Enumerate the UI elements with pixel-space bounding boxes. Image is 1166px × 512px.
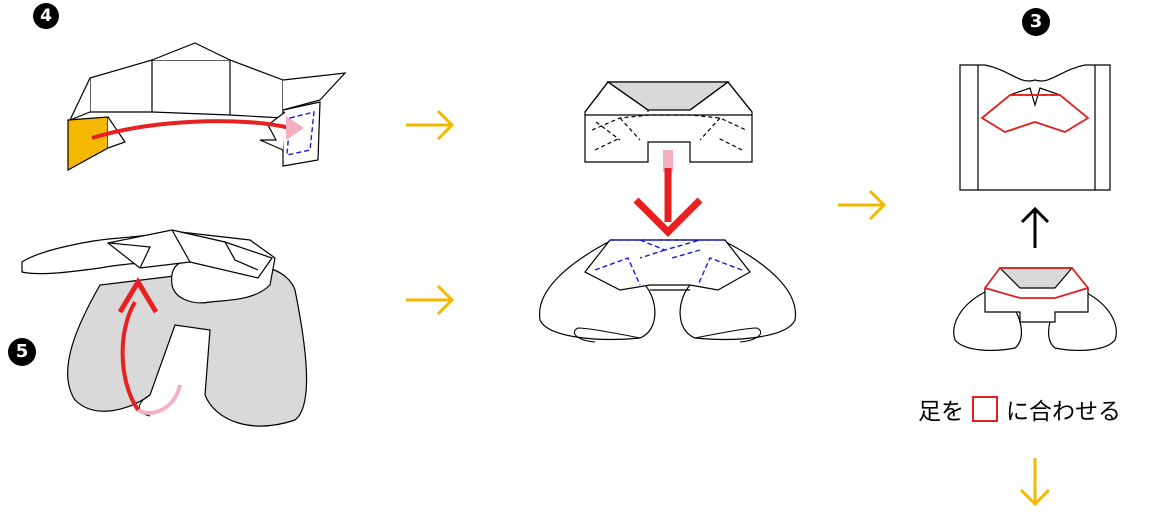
flow-arrow-down [1021,458,1049,504]
step-number-3: 3 [1022,8,1050,36]
step4-strip [70,43,345,166]
flow-arrow-1 [406,111,452,139]
step-number-4: 4 [33,3,59,29]
step5-shape [22,230,307,426]
step4-fold-arrow [92,121,290,138]
flow-arrow-3 [838,191,884,219]
assembled-figure [954,268,1117,350]
step-number-5: 5 [8,338,36,366]
caption: 足を に合わせる [918,392,1121,426]
caption-after: に合わせる [1006,392,1121,426]
step4-orange-face [68,117,108,170]
center-wings [540,240,796,342]
red-box-icon [972,396,998,422]
flow-arrow-2 [406,286,452,314]
caption-before: 足を [918,392,964,426]
step3-panel [960,65,1110,190]
